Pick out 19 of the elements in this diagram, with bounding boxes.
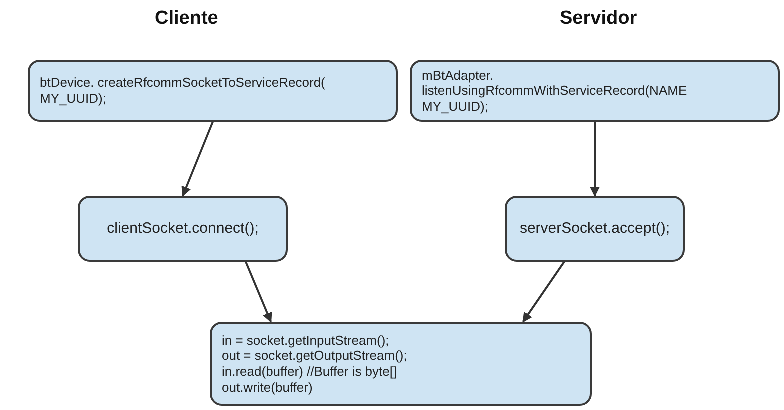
arrow <box>245 262 272 323</box>
arrow <box>182 122 214 197</box>
code-text: out.write(buffer) <box>222 380 314 396</box>
code-text: in = socket.getInputStream(); <box>222 332 390 348</box>
code-text: mBtAdapter. listenUsingRfcommWithServiceRecord(NAME MY_UUID); <box>422 68 688 114</box>
code-text: in.read(buffer) //Buffer is byte[] <box>222 364 398 380</box>
code-box <box>78 196 288 262</box>
arrow <box>590 122 600 197</box>
code-text: out = socket.getOutputStream(); <box>222 348 408 364</box>
code-text: btDevice. createRfcommSocketToServiceRecord( MY_UUID); <box>40 75 326 107</box>
code-box <box>210 322 592 406</box>
code-box <box>505 196 685 262</box>
arrow <box>522 261 566 323</box>
code-text: clientSocket.connect(); <box>107 220 259 238</box>
code-text: serverSocket.accept(); <box>520 220 670 238</box>
code-box <box>28 60 398 122</box>
code-box <box>410 60 780 122</box>
column-heading: Servidor <box>560 8 638 30</box>
column-heading: Cliente <box>155 8 218 30</box>
